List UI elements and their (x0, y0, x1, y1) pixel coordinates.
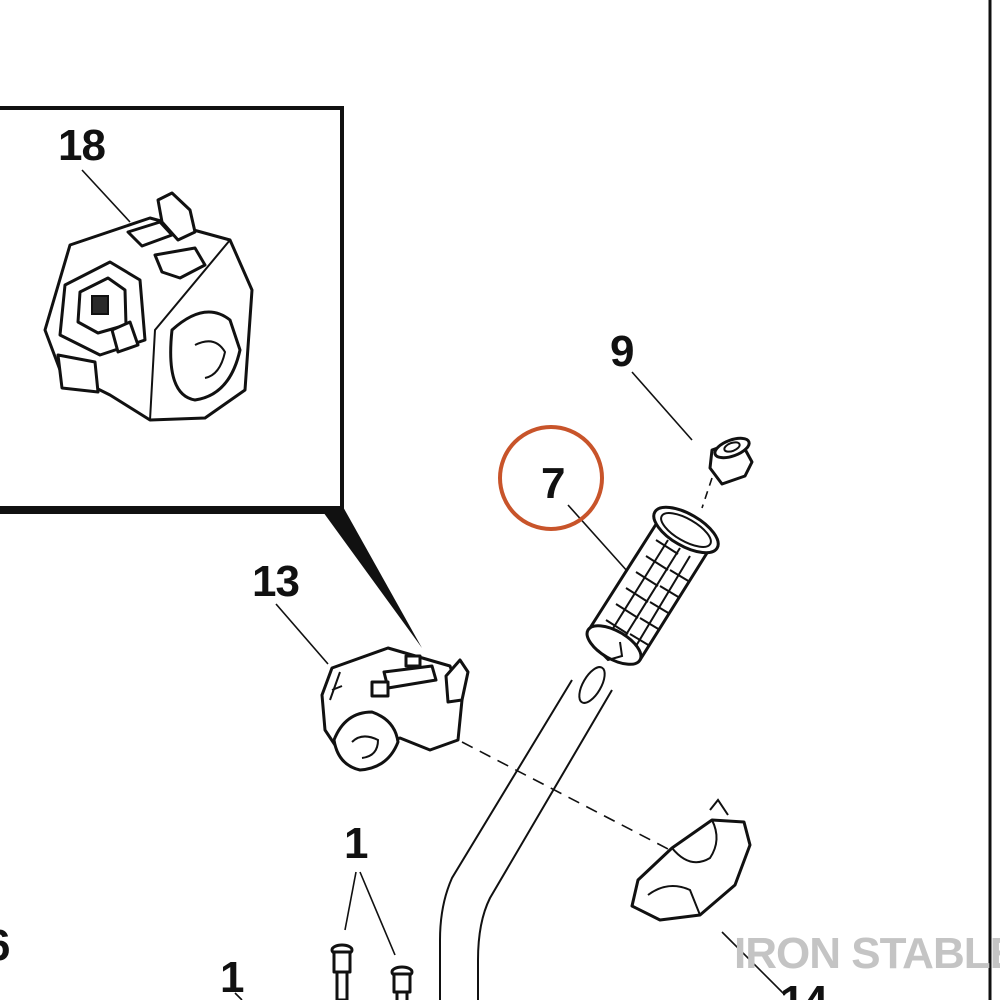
callout-9: 9 (610, 327, 633, 376)
callout-14: 14 (780, 977, 828, 1000)
leader-13 (275, 603, 329, 665)
alignment-dash-13-14 (461, 741, 671, 851)
switch-housing-enlarged (43, 191, 254, 422)
callout-1-lower: 1 (220, 953, 244, 1000)
leader-9 (631, 371, 693, 441)
callout-1-upper: 1 (344, 819, 368, 868)
callout-6: 6 (0, 921, 10, 970)
leader-1a-right (359, 871, 396, 956)
alignment-dash-9-7 (701, 477, 713, 509)
leader-7 (567, 504, 629, 573)
handlebar-tube (439, 679, 613, 1000)
callout-13: 13 (252, 557, 299, 606)
leader-14 (721, 931, 786, 996)
detail-inset (0, 106, 422, 648)
leader-1b (234, 992, 243, 1000)
callout-18: 18 (58, 121, 105, 170)
handlebar-grip (585, 505, 720, 666)
lower-housing (630, 798, 752, 922)
screw-left (330, 943, 354, 1000)
handlebar-end (578, 666, 606, 704)
bar-end-plug (708, 436, 754, 486)
watermark: IRON STABLE (734, 929, 1000, 978)
leader-18 (81, 169, 131, 223)
switch-housing (320, 646, 470, 772)
highlight-circle (498, 425, 604, 531)
leader-1a-left (344, 871, 357, 931)
callout-7: 7 (541, 459, 564, 508)
inset-pointer (318, 505, 422, 648)
screw-right (390, 965, 414, 1000)
